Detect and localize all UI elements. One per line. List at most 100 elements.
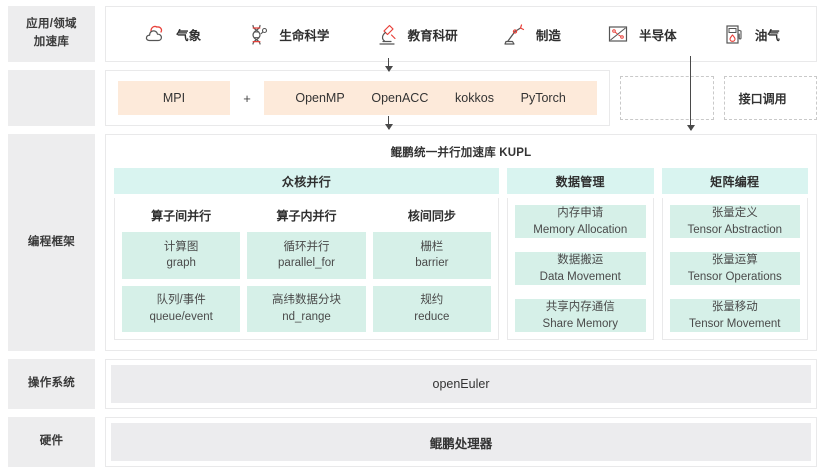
cell-nd-range-en: nd_range <box>282 310 331 323</box>
app-label-weather: 气象 <box>176 28 202 43</box>
manycore-subcolumns: 算子间并行 计算图 graph 队列/事件 queue/event <box>122 205 491 332</box>
cell-graph-cn: 计算图 <box>163 240 199 253</box>
model-openacc[interactable]: OpenACC <box>371 91 429 105</box>
cell-graph[interactable]: 计算图 graph <box>122 232 241 279</box>
kupl-column-data-management: 数据管理 内存申请 Memory Allocation 数据搬运 Data Mo… <box>507 168 654 340</box>
kupl-column-manycore: 众核并行 算子间并行 计算图 graph 队列/事件 <box>114 168 499 340</box>
cell-reduce[interactable]: 规约 reduce <box>372 285 491 332</box>
cell-tensor-movement-en: Tensor Movement <box>689 317 781 330</box>
row-label-programming-framework: 编程框架 <box>8 134 95 351</box>
cell-barrier-cn: 栅栏 <box>420 240 444 253</box>
cell-nd-range[interactable]: 高纬数据分块 nd_range <box>247 285 366 332</box>
frameworks-panel: MPI + OpenMP OpenACC kokkos PyTorch 接口调用 <box>105 70 817 126</box>
model-pytorch[interactable]: PyTorch <box>520 91 566 105</box>
cell-memory-allocation[interactable]: 内存申请 Memory Allocation <box>515 205 646 238</box>
kupl-column-head-matrix-programming: 矩阵编程 <box>661 168 808 194</box>
app-item-life-science[interactable]: 生命科学 <box>245 21 329 47</box>
chip-icon <box>609 26 628 42</box>
kupl-columns: 众核并行 算子间并行 计算图 graph 队列/事件 <box>114 168 808 340</box>
kupl-column-matrix-programming: 矩阵编程 张量定义 Tensor Abstraction 张量运算 Tensor… <box>661 168 808 340</box>
cell-parallel-for[interactable]: 循环并行 parallel_for <box>247 232 366 279</box>
cell-share-memory[interactable]: 共享内存通信 Share Memory <box>515 299 646 332</box>
subcolumn-intra-operator: 算子内并行 循环并行 parallel_for 高纬数据分块 nd_range <box>247 205 366 332</box>
row-programming-framework: 编程框架 鲲鹏统一并行加速库 KUPL 众核并行 算子间并行 计算图 graph <box>8 134 817 351</box>
cell-memory-allocation-cn: 内存申请 <box>557 206 604 219</box>
app-item-education-research[interactable]: 教育科研 <box>374 21 458 47</box>
cell-tensor-operations-en: Tensor Operations <box>687 270 782 283</box>
kupl-column-head-manycore: 众核并行 <box>114 168 499 194</box>
cell-tensor-abstraction[interactable]: 张量定义 Tensor Abstraction <box>669 205 800 238</box>
dna-icon <box>252 24 268 45</box>
microscope-icon <box>379 24 396 45</box>
cell-barrier[interactable]: 栅栏 barrier <box>372 232 491 279</box>
app-item-oil-gas[interactable]: 油气 <box>721 21 780 47</box>
kupl-column-body-data-management: 内存申请 Memory Allocation 数据搬运 Data Movemen… <box>507 198 654 340</box>
model-openmp[interactable]: OpenMP <box>295 91 345 105</box>
app-label-education-research: 教育科研 <box>407 28 458 43</box>
app-label-semiconductor: 半导体 <box>639 28 677 43</box>
app-item-manufacturing[interactable]: 制造 <box>502 21 561 47</box>
row-applications: 应用/领域 加速库 气象 <box>8 6 817 62</box>
cell-queue-event-cn: 队列/事件 <box>156 294 206 307</box>
row-label-hardware: 硬件 <box>8 417 95 467</box>
kupl-column-body-matrix-programming: 张量定义 Tensor Abstraction 张量运算 Tensor Oper… <box>661 198 808 340</box>
row-label-applications-line2: 加速库 <box>33 36 70 48</box>
app-label-life-science: 生命科学 <box>279 28 330 43</box>
subcolumn-inter-core-sync: 核间同步 栅栏 barrier 规约 reduce <box>372 205 491 332</box>
cell-queue-event[interactable]: 队列/事件 queue/event <box>122 285 241 332</box>
row-label-applications-line1: 应用/领域 <box>26 18 77 31</box>
cell-data-movement[interactable]: 数据搬运 Data Movement <box>515 252 646 285</box>
kupl-title: 鲲鹏统一并行加速库 KUPL <box>390 147 532 159</box>
hardware-panel: 鲲鹏处理器 <box>105 417 817 467</box>
subcolumn-head-inter-core-sync: 核间同步 <box>407 209 456 223</box>
cell-memory-allocation-en: Memory Allocation <box>533 223 628 236</box>
row-label-operating-system: 操作系统 <box>8 359 95 409</box>
model-mpi[interactable]: MPI <box>118 81 230 115</box>
cloud-icon <box>145 25 163 42</box>
dashed-box-left <box>620 76 714 120</box>
api-dashed-group: 接口调用 <box>620 70 817 126</box>
cell-barrier-en: barrier <box>415 257 449 270</box>
dashed-box-api-call: 接口调用 <box>723 76 817 120</box>
subcolumn-head-inter-operator: 算子间并行 <box>151 209 212 223</box>
cell-graph-en: graph <box>166 257 196 270</box>
cell-tensor-movement-cn: 张量移动 <box>711 300 758 313</box>
app-label-oil-gas: 油气 <box>754 28 780 43</box>
app-item-semiconductor[interactable]: 半导体 <box>605 21 677 47</box>
cell-data-movement-en: Data Movement <box>539 270 621 283</box>
row-operating-system: 操作系统 openEuler <box>8 359 817 409</box>
kupl-column-head-data-management: 数据管理 <box>507 168 654 194</box>
cell-data-movement-cn: 数据搬运 <box>557 253 604 266</box>
model-kokkos[interactable]: kokkos <box>455 91 494 105</box>
cell-reduce-cn: 规约 <box>420 294 444 307</box>
operating-system-panel: openEuler <box>105 359 817 409</box>
cell-reduce-en: reduce <box>414 310 450 323</box>
cell-share-memory-cn: 共享内存通信 <box>545 300 615 313</box>
cell-tensor-abstraction-cn: 张量定义 <box>711 206 758 219</box>
applications-panel: 气象 生命科学 <box>105 6 817 62</box>
cell-tensor-movement[interactable]: 张量移动 Tensor Movement <box>669 299 800 332</box>
cell-tensor-operations[interactable]: 张量运算 Tensor Operations <box>669 252 800 285</box>
row-hardware: 硬件 鲲鹏处理器 <box>8 417 817 467</box>
application-icon-bar: 气象 生命科学 <box>106 7 816 61</box>
app-label-manufacturing: 制造 <box>535 28 561 43</box>
programming-models-card: MPI + OpenMP OpenACC kokkos PyTorch <box>105 70 611 126</box>
row-label-applications: 应用/领域 加速库 <box>8 6 95 62</box>
plus-sign: + <box>243 90 251 106</box>
cell-parallel-for-cn: 循环并行 <box>283 240 330 253</box>
kupl-column-body-manycore: 算子间并行 计算图 graph 队列/事件 queue/event <box>114 198 499 340</box>
cell-tensor-operations-cn: 张量运算 <box>711 253 758 266</box>
row-label-frameworks-spacer <box>8 70 95 126</box>
cell-tensor-abstraction-en: Tensor Abstraction <box>687 223 783 236</box>
subcolumn-inter-operator: 算子间并行 计算图 graph 队列/事件 queue/event <box>122 205 241 332</box>
cell-parallel-for-en: parallel_for <box>278 257 335 270</box>
fuel-pump-icon <box>726 25 742 44</box>
cell-nd-range-cn: 高纬数据分块 <box>271 294 341 307</box>
operating-system-value: openEuler <box>111 365 811 403</box>
app-item-weather[interactable]: 气象 <box>142 21 201 47</box>
kupl-panel: 鲲鹏统一并行加速库 KUPL 众核并行 算子间并行 计算图 graph <box>105 134 817 351</box>
hardware-value: 鲲鹏处理器 <box>111 423 811 461</box>
cell-queue-event-en: queue/event <box>149 310 213 323</box>
subcolumn-head-intra-operator: 算子内并行 <box>276 209 337 223</box>
